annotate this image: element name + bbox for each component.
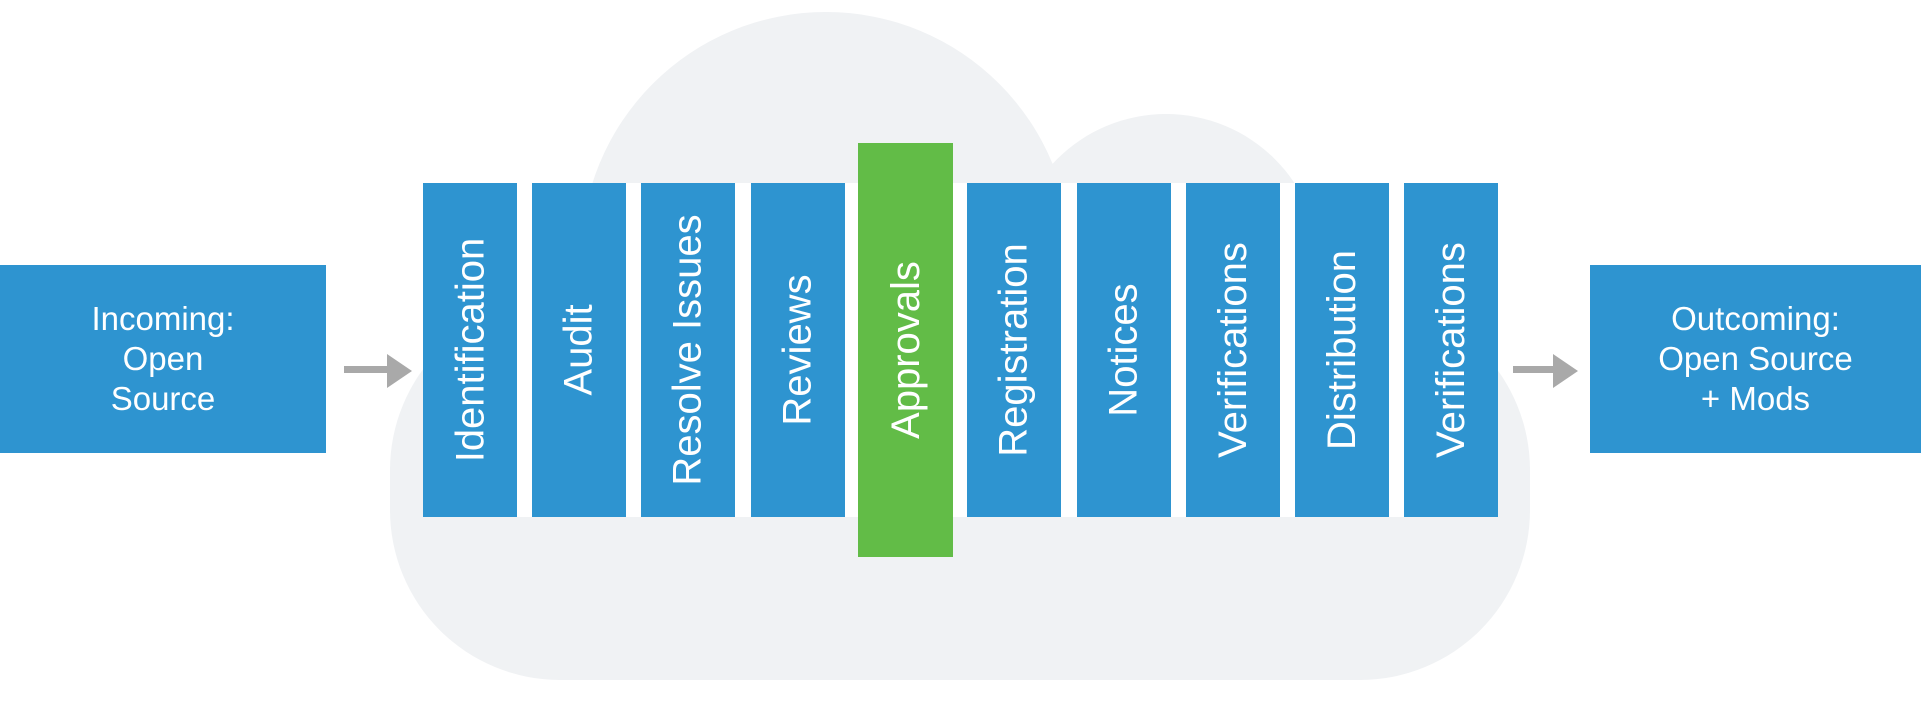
incoming-arrow-icon [344,354,412,388]
stage-label: Resolve Issues [666,214,711,486]
incoming-box-line: Incoming: [91,300,235,337]
arrow-head [1553,354,1578,388]
outgoing-box-line: Outcoming: [1671,300,1840,337]
stage-bar: Verifications [1186,183,1280,517]
stage-bar: Identification [423,183,517,517]
stage-bar: Verifications [1404,183,1498,517]
stage-bar: Registration [967,183,1061,517]
stage-label: Approvals [883,261,928,439]
stage-label: Verifications [1429,242,1474,458]
outgoing-box-line: Open Source [1658,340,1853,377]
incoming-box: Incoming: Open Source [0,265,326,453]
arrow-head [387,354,412,388]
stage-label: Notices [1102,283,1147,417]
stage-bar: Resolve Issues [641,183,735,517]
stage-bar: Reviews [751,183,845,517]
stage-label: Audit [556,304,601,396]
arrow-shaft [344,366,389,373]
stage-label: Identification [448,237,492,463]
stage-label: Verifications [1211,242,1256,458]
outgoing-box: Outcoming: Open Source + Mods [1590,265,1921,453]
stage-bar: Distribution [1295,183,1389,517]
arrow-shaft [1513,366,1557,373]
stage-label: Registration [992,243,1036,457]
incoming-box-line: Source [110,380,216,417]
stage-bar-highlighted: Approvals [858,143,953,557]
stage-bar: Notices [1077,183,1171,517]
stage-bar: Audit [532,183,626,517]
incoming-box-line: Open [122,340,204,377]
stage-label: Distribution [1320,249,1365,451]
outgoing-arrow-icon [1513,354,1578,388]
outgoing-box-line: + Mods [1700,380,1811,417]
stage-label: Reviews [776,274,820,426]
